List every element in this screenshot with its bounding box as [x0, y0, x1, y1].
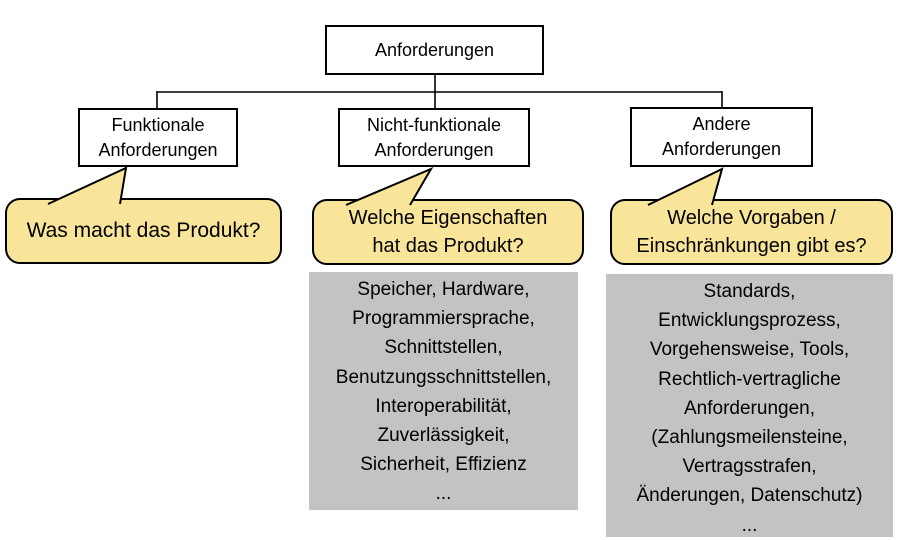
detail-line: Entwicklungsprozess,: [658, 310, 841, 332]
bubble-text-line: hat das Produkt?: [372, 235, 524, 257]
detail-line: Zuverlässigkeit,: [377, 425, 510, 447]
detail-line: Benutzungsschnittstellen,: [335, 366, 552, 388]
detail-line: Änderungen, Datenschutz): [636, 485, 863, 507]
detail-line: Vertragsstrafen,: [682, 456, 817, 478]
detail-line: Schnittstellen,: [384, 337, 503, 359]
node-label-line: Anforderungen: [661, 139, 782, 159]
detail-line: Rechtlich-vertragliche: [658, 368, 841, 390]
child-node-andere-anforderungen: Andere Anforderungen: [630, 107, 813, 167]
child-node-funktionale-anforderungen: Funktionale Anforderungen: [78, 108, 238, 167]
detail-list-andere: Standards, Entwicklungsprozess, Vorgehen…: [606, 274, 893, 537]
speech-bubble-andere: Welche Vorgaben / Einschränkungen gibt e…: [610, 199, 893, 265]
bubble-text-line: Einschränkungen gibt es?: [636, 235, 867, 257]
detail-line: Vorgehensweise, Tools,: [649, 339, 850, 361]
node-label-line: Anforderungen: [98, 139, 218, 160]
detail-line: ...: [435, 483, 452, 505]
detail-list-nicht-funktionale: Speicher, Hardware, Programmiersprache, …: [309, 272, 578, 510]
bubble-text-line: Welche Vorgaben /: [667, 207, 836, 229]
root-node-label: Anforderungen: [374, 39, 495, 60]
detail-line: (Zahlungsmeilensteine,: [651, 427, 848, 449]
detail-line: Speicher, Hardware,: [357, 279, 530, 300]
detail-line: Programmiersprache,: [352, 308, 535, 330]
detail-line: Anforderungen,: [684, 397, 815, 419]
detail-line: Standards,: [703, 281, 796, 302]
node-label-line: Funktionale: [111, 114, 205, 135]
node-label-line: Anforderungen: [374, 139, 494, 160]
speech-bubble-funktionale: Was macht das Produkt?: [5, 198, 282, 264]
detail-line: Interoperabilität,: [375, 395, 512, 417]
bubble-text-line: Welche Eigenschaften: [348, 207, 548, 229]
detail-line: Sicherheit, Effizienz: [360, 454, 527, 476]
root-node-anforderungen: Anforderungen: [325, 25, 544, 75]
node-label-line: Andere: [692, 114, 751, 134]
detail-line: ...: [741, 514, 758, 536]
bubble-text-line: Was macht das Produkt?: [26, 219, 261, 242]
node-label-line: Nicht-funktionale: [366, 114, 502, 135]
speech-bubble-nicht-funktionale: Welche Eigenschaften hat das Produkt?: [312, 199, 584, 265]
child-node-nicht-funktionale-anforderungen: Nicht-funktionale Anforderungen: [338, 108, 530, 167]
